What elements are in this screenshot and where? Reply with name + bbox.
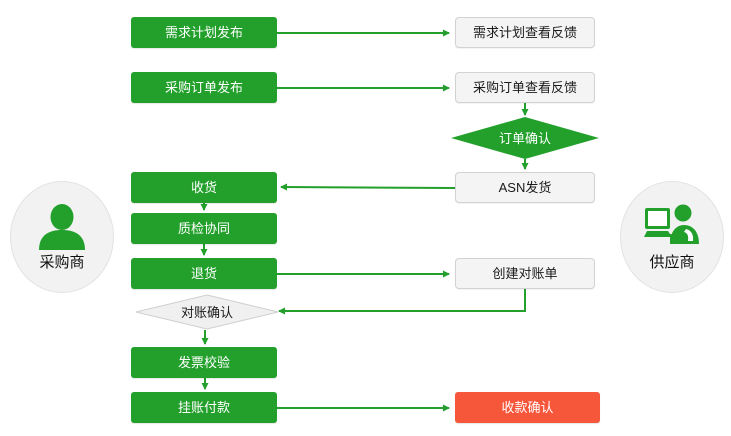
node-label: 订单确认 xyxy=(498,130,551,146)
node-label: 挂账付款 xyxy=(177,400,230,415)
node-label: 质检协同 xyxy=(177,221,230,236)
actor-buyer-label: 采购商 xyxy=(39,254,85,271)
node-label: 对账确认 xyxy=(180,304,233,320)
diamond-shape xyxy=(135,294,279,330)
node-order-confirm[interactable]: 订单确认 xyxy=(450,116,600,160)
node-label: 收款确认 xyxy=(501,400,554,415)
node-return-goods[interactable]: 退货 xyxy=(131,258,277,289)
edge-asn-to-receive xyxy=(280,183,456,191)
node-label: 需求计划发布 xyxy=(164,25,243,40)
node-label: 需求计划查看反馈 xyxy=(472,25,577,40)
node-statement-confirm[interactable]: 对账确认 xyxy=(135,294,279,330)
node-demand-plan-feedback[interactable]: 需求计划查看反馈 xyxy=(455,17,595,48)
computer-user-icon xyxy=(644,204,699,244)
node-label: 退货 xyxy=(190,266,217,281)
node-quality-collaboration[interactable]: 质检协同 xyxy=(131,213,277,244)
actor-buyer[interactable]: 采购商 xyxy=(10,181,114,293)
node-po-publish[interactable]: 采购订单发布 xyxy=(131,72,277,103)
node-create-statement[interactable]: 创建对账单 xyxy=(455,258,595,289)
node-label: 发票校验 xyxy=(177,355,230,370)
node-label: 采购订单查看反馈 xyxy=(472,80,577,95)
node-label: ASN发货 xyxy=(498,180,552,195)
node-asn-shipment[interactable]: ASN发货 xyxy=(455,172,595,203)
node-po-feedback[interactable]: 采购订单查看反馈 xyxy=(455,72,595,103)
edge-statement-to-confirm xyxy=(278,289,526,315)
diamond-shape xyxy=(451,117,599,159)
node-demand-plan-publish[interactable]: 需求计划发布 xyxy=(131,17,277,48)
node-label: 采购订单发布 xyxy=(164,80,243,95)
node-invoice-check[interactable]: 发票校验 xyxy=(131,347,277,378)
node-receipt-confirm[interactable]: 收款确认 xyxy=(455,392,600,423)
node-payment-posting[interactable]: 挂账付款 xyxy=(131,392,277,423)
node-label: 收货 xyxy=(190,180,217,195)
actor-supplier[interactable]: 供应商 xyxy=(620,181,724,293)
node-label: 创建对账单 xyxy=(492,266,558,281)
person-icon xyxy=(39,204,85,250)
actor-supplier-label: 供应商 xyxy=(649,254,695,271)
node-receive-goods[interactable]: 收货 xyxy=(131,172,277,203)
